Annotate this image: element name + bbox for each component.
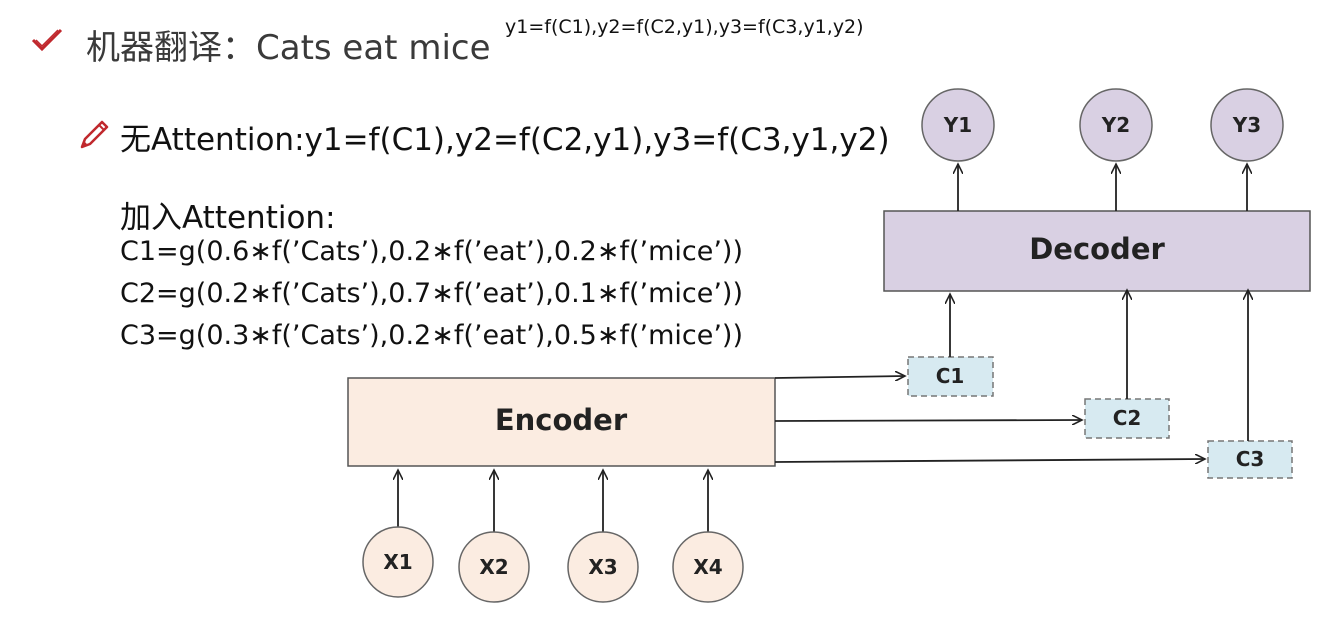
header-formula: y1=f(C1),y2=f(C2,y1),y3=f(C3,y1,y2)	[505, 16, 864, 38]
input-x4: X4	[672, 470, 744, 603]
encoder-box	[347, 377, 776, 467]
output-y3: Y3	[1210, 88, 1284, 211]
context-c1-label: C1	[936, 364, 965, 388]
encoder-to-c2-arrow	[774, 420, 1082, 421]
output-y1-label: Y1	[943, 113, 972, 137]
context-c2-formula: C2=g(0.2∗f(’Cats’),0.7∗f(’eat’),0.1∗f(’m…	[120, 278, 743, 309]
context-c1-formula: C1=g(0.6∗f(’Cats’),0.2∗f(’eat’),0.2∗f(’m…	[120, 236, 743, 267]
output-y1: Y1	[921, 88, 995, 211]
check-icon	[31, 28, 63, 52]
no-attention-text: 无Attention:y1=f(C1),y2=f(C2,y1),y3=f(C3,…	[120, 122, 890, 158]
output-y2-label: Y2	[1101, 113, 1130, 137]
input-x2-label: X2	[479, 555, 508, 579]
input-x1-label: X1	[383, 550, 412, 574]
input-x3: X3	[567, 470, 639, 603]
input-x3-label: X3	[588, 555, 617, 579]
encoder-to-c3-arrow	[774, 459, 1205, 462]
context-c2-box	[1084, 398, 1170, 439]
output-y2: Y2	[1079, 88, 1153, 211]
decoder-label: Decoder	[1029, 232, 1165, 266]
input-x4-label: X4	[693, 555, 722, 579]
context-c2-label: C2	[1113, 406, 1142, 430]
page-title: 机器翻译：Cats eat mice	[86, 28, 491, 68]
encoder-label: Encoder	[495, 403, 628, 437]
encoder-to-c1-arrow	[774, 376, 905, 378]
context-c3-label: C3	[1236, 447, 1265, 471]
output-y3-label: Y3	[1232, 113, 1261, 137]
input-x1: X1	[362, 470, 434, 598]
context-c3-formula: C3=g(0.3∗f(’Cats’),0.2∗f(’eat’),0.5∗f(’m…	[120, 320, 743, 351]
context-c3-box	[1207, 440, 1293, 479]
input-x2: X2	[458, 470, 530, 603]
add-attention-heading: 加入Attention:	[120, 200, 336, 236]
context-c1-box	[907, 356, 994, 397]
decoder-box	[883, 210, 1311, 292]
pencil-icon	[80, 120, 109, 149]
